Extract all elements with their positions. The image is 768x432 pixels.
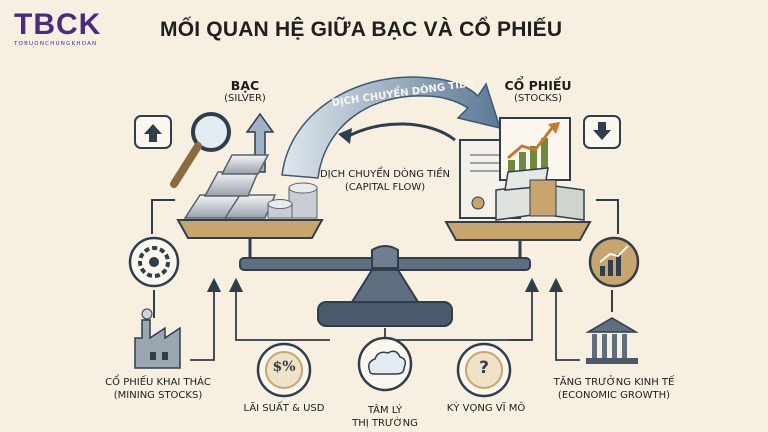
silver-label: BẠC (SILVER) [200,78,290,104]
gear-icon [128,236,180,288]
page-title: MỐI QUAN HỆ GIỮA BẠC VÀ CỔ PHIẾU [160,18,563,41]
silver-sub: (SILVER) [224,93,266,104]
factory-icon [134,308,181,369]
growth-label: TĂNG TRƯỞNG KINH TẾ (ECONOMIC GROWTH) [544,376,684,402]
silver-up-icon [134,115,172,149]
growth-chart-icon [588,236,640,288]
factor-connectors [190,277,580,361]
macro-symbol: ? [479,358,489,378]
sentiment-cloud-icon [357,336,413,392]
capital-flow-line2: (CAPITAL FLOW) [344,182,426,193]
silver-name: BẠC [230,78,260,93]
mining-line1: CỔ PHIẾU KHAI THÁC [105,377,211,388]
macro-question-icon [456,342,512,398]
stocks-name: CỔ PHIẾU [504,78,572,93]
interest-symbol: $% [272,359,296,375]
stock-chart-board [499,117,571,181]
return-arrow [338,122,456,144]
connector-right-top [596,199,619,234]
capital-flow-label: DỊCH CHUYỂN DÒNG TIỀN (CAPITAL FLOW) [305,168,465,194]
sentiment-line1: TÂM LÝ [367,405,403,416]
silver-bars [183,154,277,219]
growth-line1: TĂNG TRƯỞNG KINH TẾ [553,377,675,388]
interest-usd-icon [256,342,312,398]
stocks-sub: (STOCKS) [513,93,563,104]
cash-stacks [495,167,585,221]
stocks-down-icon [583,115,621,149]
growth-line2: (ECONOMIC GROWTH) [557,390,671,401]
interest-label: LÃI SUẤT & USD [243,403,325,414]
logo-subtext: TOBUONCHUNGKHOAN [14,41,98,47]
right-pan [444,221,592,241]
macro-label: KỲ VỌNG VĨ MÔ [446,403,526,414]
capital-flow-arrow [281,76,502,179]
sentiment-label: TÂM LÝ THỊ TRƯỜNG [345,404,425,430]
magnifier-icon [170,112,231,188]
brand-logo: TBCK TOBUONCHUNGKHOAN [14,8,102,48]
silver-coins [267,182,318,219]
stocks-label: CỔ PHIẾU (STOCKS) [478,78,598,104]
logo-text: TBCK [14,8,102,41]
silver-rise-arrow [245,112,275,173]
sentiment-line2: THỊ TRƯỜNG [352,418,418,429]
mining-line2: (MINING STOCKS) [113,390,203,401]
bank-icon [585,317,639,364]
scale-beam [239,238,531,327]
capital-flow-line1: DỊCH CHUYỂN DÒNG TIỀN [319,169,451,180]
connector-left-top [151,199,175,234]
mining-label: CỔ PHIẾU KHAI THÁC (MINING STOCKS) [96,376,220,402]
left-pan [176,219,324,239]
